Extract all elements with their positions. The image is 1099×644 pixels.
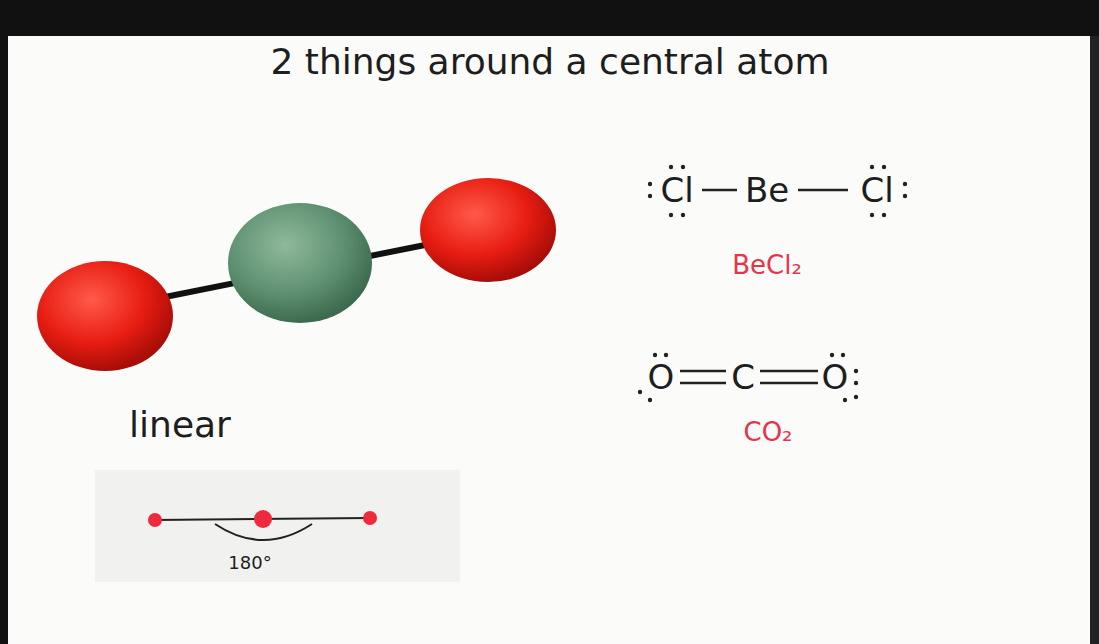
atom-symbol: C bbox=[731, 360, 755, 394]
angle-label: 180° bbox=[228, 554, 271, 572]
molecule-model bbox=[37, 178, 556, 371]
formula-label: BeCl₂ bbox=[732, 252, 802, 278]
becl2-bonds bbox=[648, 165, 907, 217]
formula-label: CO₂ bbox=[743, 419, 792, 445]
atom-symbol: Cl bbox=[660, 173, 693, 207]
atom-symbol: Cl bbox=[860, 173, 893, 207]
atom-symbol: O bbox=[648, 360, 675, 394]
atom-symbol: Be bbox=[745, 173, 789, 207]
title: 2 things around a central atom bbox=[270, 44, 829, 80]
atom-symbol: O bbox=[822, 360, 849, 394]
co2-bonds bbox=[638, 353, 858, 402]
frame-edge bbox=[1090, 36, 1099, 644]
shape-name: linear bbox=[129, 407, 231, 443]
angle-diagram bbox=[95, 470, 460, 582]
